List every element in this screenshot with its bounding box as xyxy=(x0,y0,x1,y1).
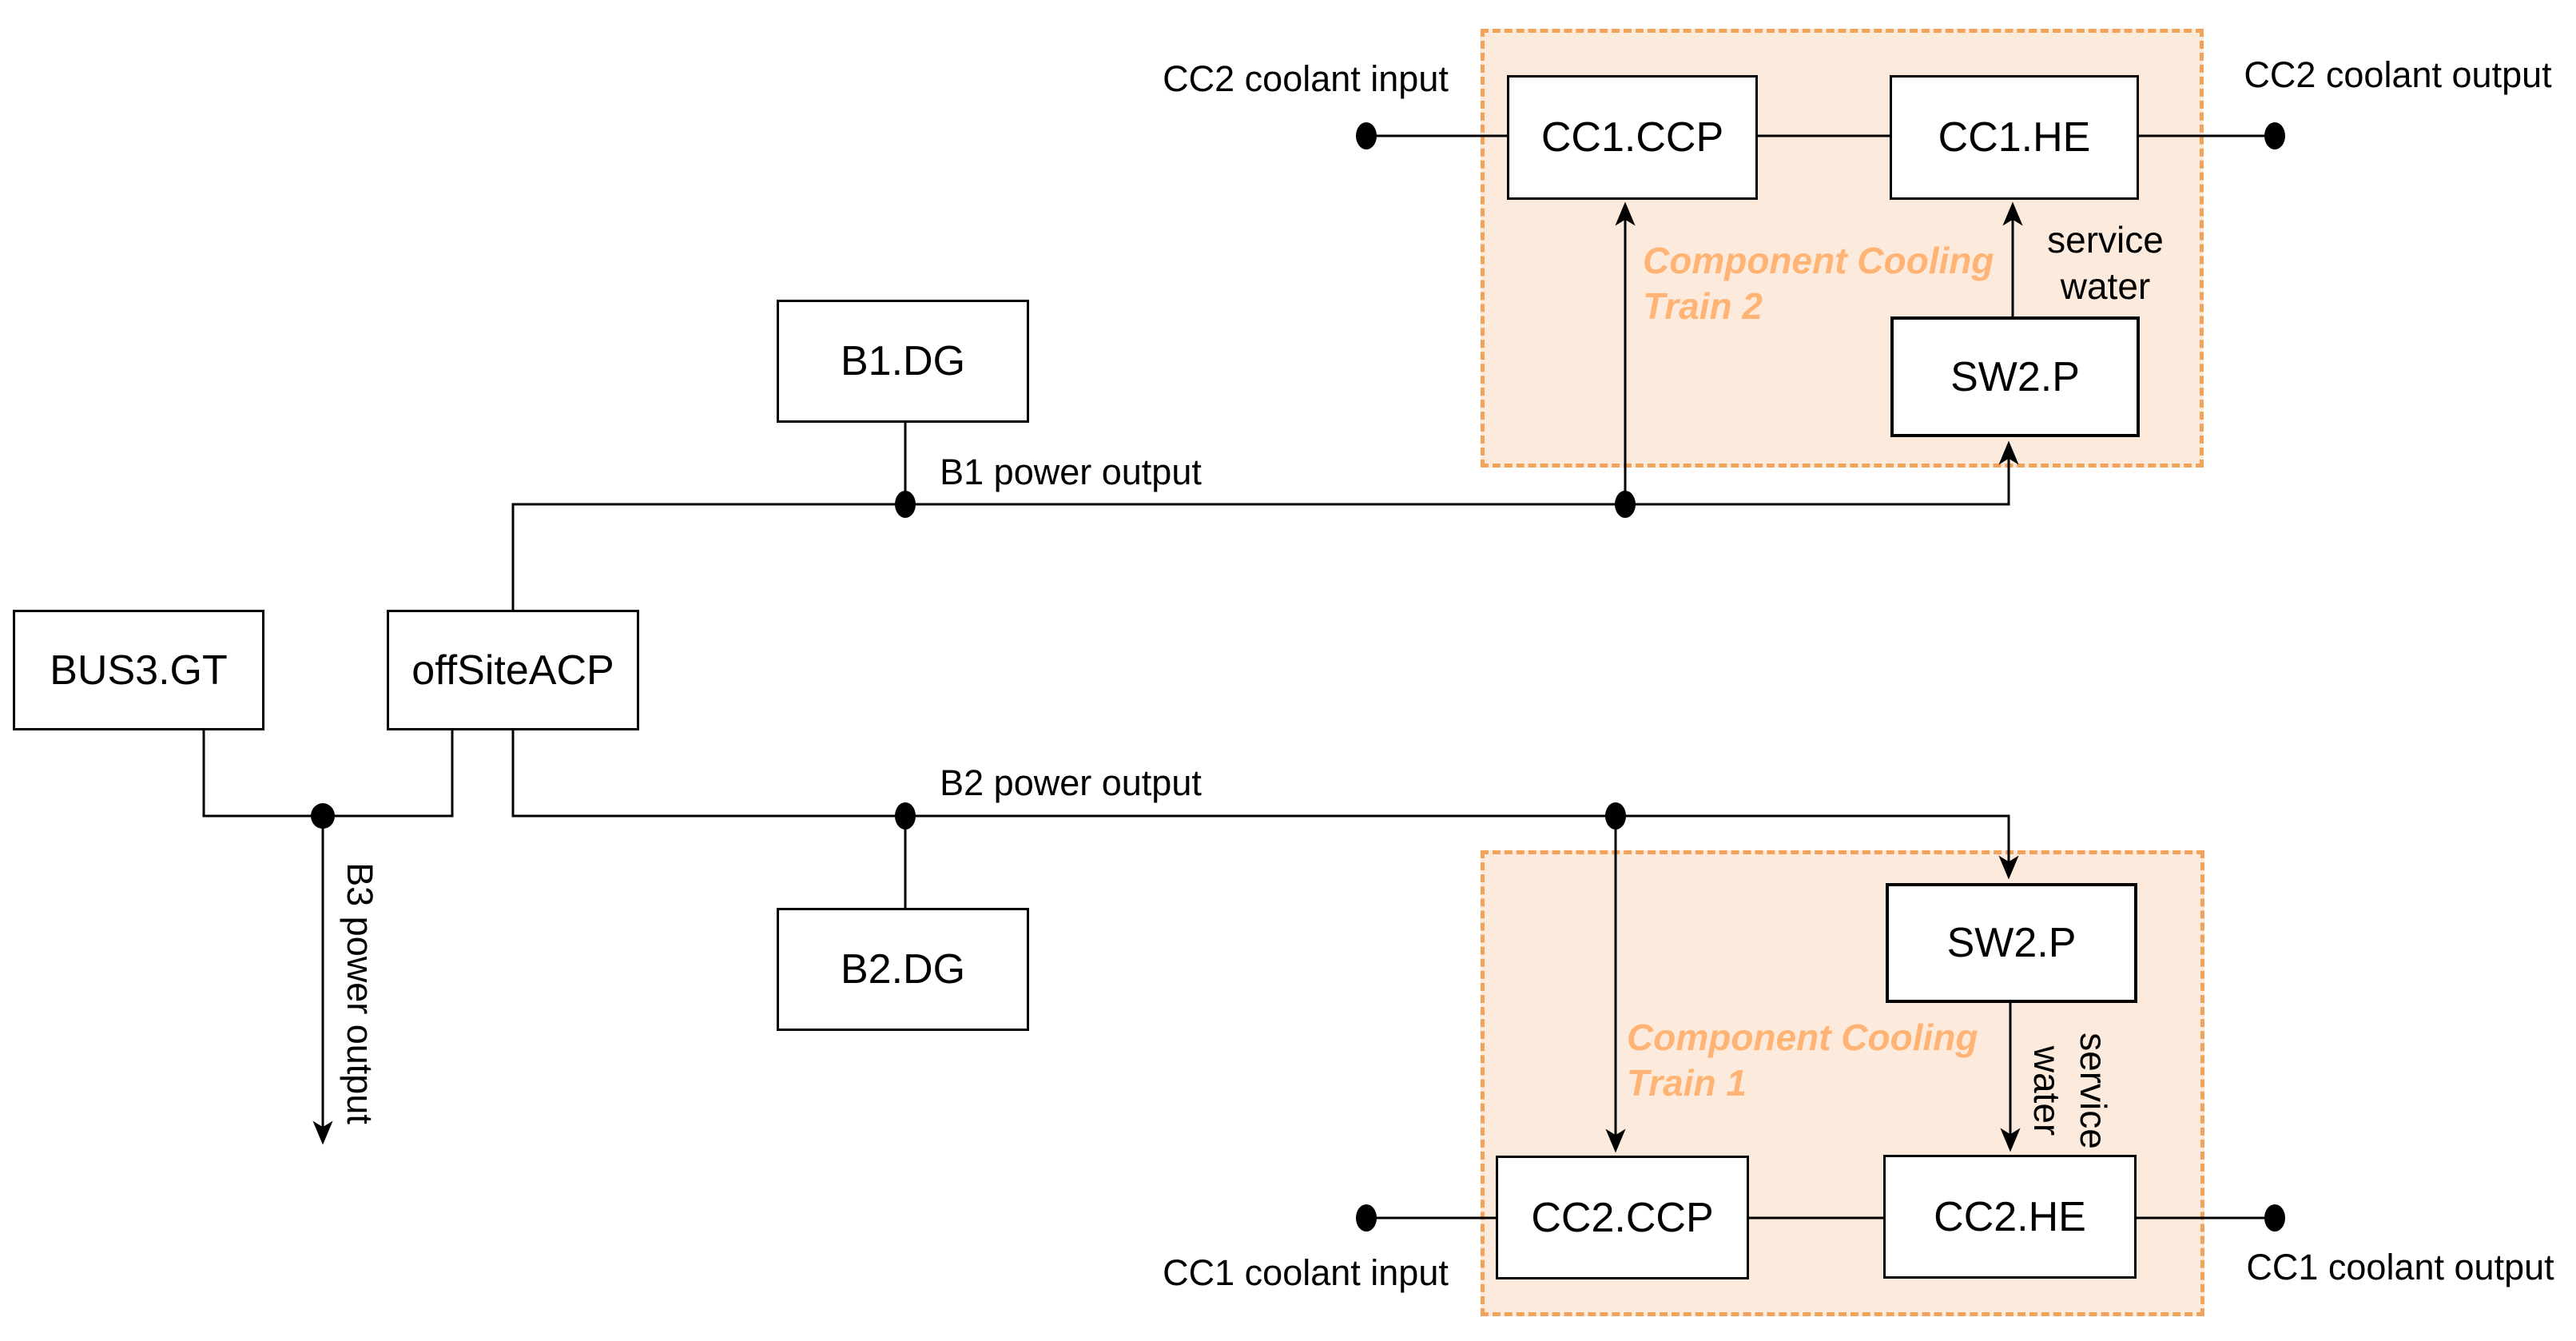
junction-dot-cc1-output xyxy=(2264,1204,2285,1232)
label-b2-power-output: B2 power output xyxy=(940,762,1202,803)
label-cc2-coolant-output: CC2 coolant output xyxy=(2244,54,2552,95)
junction-dot-b2dg xyxy=(895,802,916,830)
label-cc1-coolant-input: CC1 coolant input xyxy=(1163,1252,1449,1293)
label-cc2-coolant-input: CC2 coolant input xyxy=(1163,58,1449,99)
container-label-train2: Component Cooling Train 2 xyxy=(1643,240,1994,328)
junction-dot-b1dg xyxy=(895,491,916,518)
edge-bus3-offsite xyxy=(202,730,454,818)
junction-dot-cc1-input xyxy=(1356,1204,1377,1232)
junction-dot-cc2ccp xyxy=(1605,802,1626,830)
label-b1-power-output: B1 power output xyxy=(940,452,1202,492)
node-offsite-acp: offSiteACP xyxy=(387,610,639,730)
junction-dot-cc1ccp xyxy=(1615,491,1636,518)
node-cc1-ccp: CC1.CCP xyxy=(1507,75,1758,200)
node-b2-dg: B2.DG xyxy=(777,908,1029,1031)
node-b1-dg: B1.DG xyxy=(777,300,1029,423)
container-label-train1: Component Cooling Train 1 xyxy=(1627,1017,1978,1104)
junction-dot-cc2-input xyxy=(1356,122,1377,149)
node-sw2-p-train2: SW2.P xyxy=(1890,316,2140,437)
node-sw2-p-train1: SW2.P xyxy=(1886,883,2137,1003)
label-service-water-train2: service water xyxy=(2047,219,2164,307)
edge-b1-power-trunk xyxy=(511,440,2019,610)
node-bus3-gt: BUS3.GT xyxy=(13,610,264,730)
label-b3-power-output: B3 power output xyxy=(340,862,380,1124)
node-cc2-he: CC2.HE xyxy=(1883,1155,2137,1279)
junction-dot-b3 xyxy=(311,803,335,829)
node-cc2-ccp: CC2.CCP xyxy=(1496,1156,1749,1279)
label-service-water-train1: service water xyxy=(2026,1033,2114,1149)
node-cc1-he: CC1.HE xyxy=(1890,75,2139,200)
label-cc1-coolant-output: CC1 coolant output xyxy=(2246,1247,2554,1287)
junction-dot-cc2-output xyxy=(2264,122,2285,149)
